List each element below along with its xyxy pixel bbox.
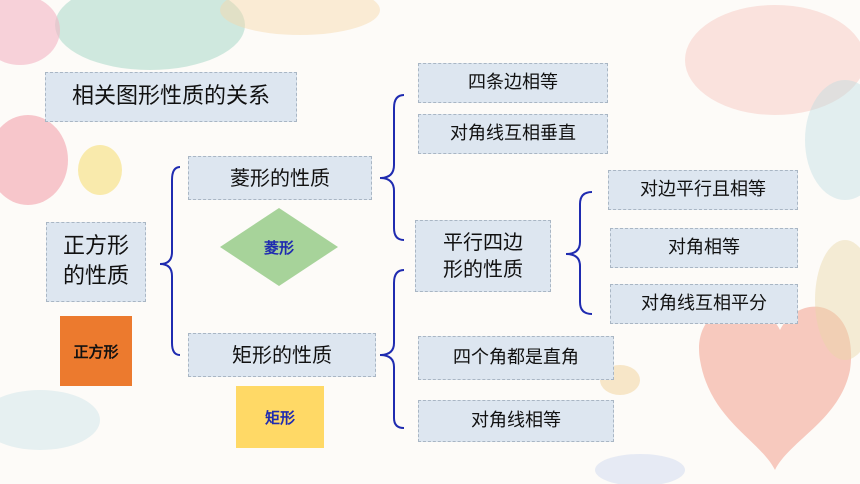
rhombus-shape — [220, 208, 338, 286]
rhombus-prop-1: 四条边相等 — [418, 63, 608, 103]
square-shape: 正方形 — [60, 316, 132, 386]
rectangle-prop-1: 四个角都是直角 — [418, 336, 614, 380]
parallelogram-bracket — [565, 191, 593, 315]
rhombus-prop-2: 对角线互相垂直 — [418, 114, 608, 154]
parallelogram-prop-1: 对边平行且相等 — [608, 170, 798, 210]
rectangle-shape: 矩形 — [236, 386, 324, 448]
rhombus-bracket — [379, 94, 405, 241]
square-shape-label: 正方形 — [73, 342, 119, 361]
parallelogram-prop-2: 对角相等 — [610, 228, 798, 268]
parallelogram-prop-3: 对角线互相平分 — [610, 284, 798, 324]
diagram-title: 相关图形性质的关系 — [45, 72, 297, 122]
rhombus-shape-label: 菱形 — [263, 238, 294, 257]
rectangle-prop-2: 对角线相等 — [418, 400, 614, 442]
root-bracket — [159, 166, 181, 356]
rectangle-bracket — [379, 269, 405, 429]
rectangle-shape-label: 矩形 — [264, 408, 295, 427]
rhombus-node: 菱形的性质 — [188, 156, 372, 200]
rectangle-node: 矩形的性质 — [188, 333, 376, 377]
root-node: 正方形 的性质 — [46, 222, 146, 302]
parallelogram-node: 平行四边 形的性质 — [415, 220, 551, 292]
